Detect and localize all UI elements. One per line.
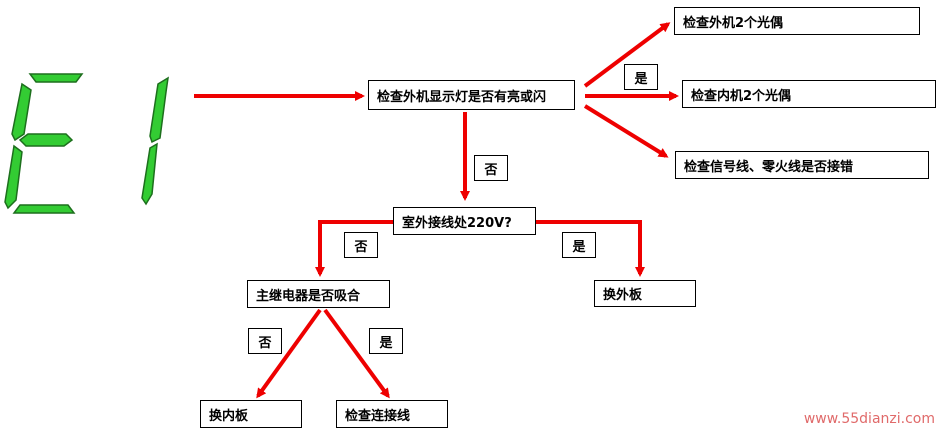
- node-check-relay: 主继电器是否吸合: [247, 280, 390, 308]
- label-no-relay: 否: [248, 328, 282, 354]
- segment-digit-1: [141, 76, 169, 206]
- node-replace-inner: 换内板: [200, 400, 302, 428]
- arrow-to-out-opto: [583, 22, 671, 88]
- arrow-to-signal: [583, 104, 669, 158]
- flow-arrows: [194, 22, 679, 399]
- watermark: www.55dianzi.com: [803, 411, 935, 427]
- label-yes-light: 是: [624, 64, 658, 90]
- arrow-220v-yes: [536, 220, 645, 277]
- arrow-relay-no: [256, 308, 322, 399]
- node-check-out-opto: 检查外机2个光偶: [674, 7, 920, 35]
- label-yes-220v: 是: [562, 232, 596, 258]
- arrow-220v-no: [315, 220, 393, 277]
- arrow-relay-yes: [323, 308, 390, 399]
- node-check-in-opto: 检查内机2个光偶: [682, 80, 936, 108]
- node-check-light: 检查外机显示灯是否有亮或闪: [368, 80, 575, 110]
- node-check-220v: 室外接线处220V?: [393, 207, 536, 235]
- node-replace-outer: 换外板: [594, 280, 696, 307]
- label-no-light: 否: [474, 155, 508, 181]
- node-check-wiring: 检查连接线: [336, 400, 448, 428]
- node-check-signal: 检查信号线、零火线是否接错: [675, 151, 929, 179]
- label-no-220v: 否: [344, 232, 378, 258]
- label-yes-relay: 是: [369, 328, 403, 354]
- segment-digit-e: [4, 73, 84, 214]
